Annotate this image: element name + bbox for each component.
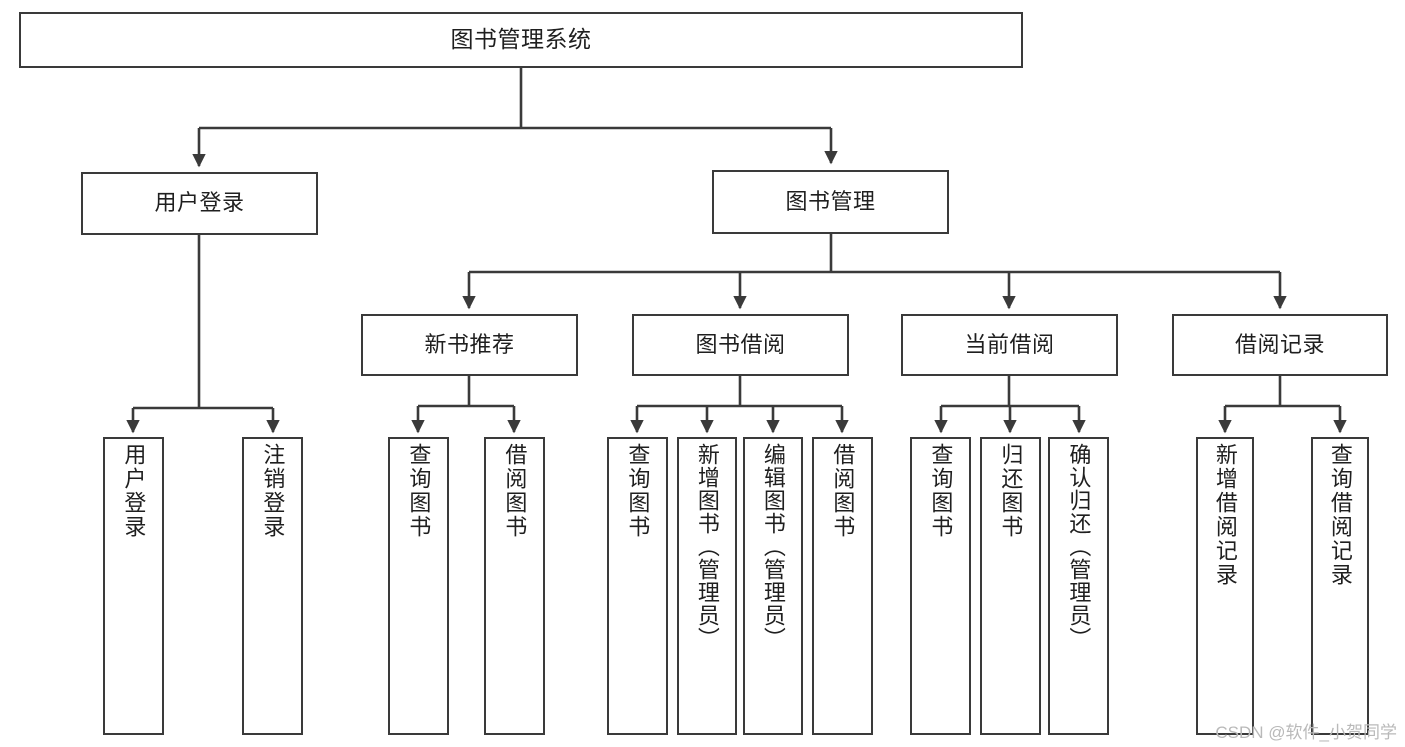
node-leaf-user-login[interactable]: 用户登录 [103, 437, 164, 735]
node-current-borrow[interactable]: 当前借阅 [901, 314, 1118, 376]
node-leaf-edit-book[interactable]: 编辑图书（管理员） [743, 437, 803, 735]
node-label: 编辑图书（管理员） [760, 443, 786, 650]
node-label: 图书借阅 [695, 331, 786, 357]
node-leaf-query-book-3[interactable]: 查询图书 [910, 437, 971, 735]
node-root-title[interactable]: 图书管理系统 [19, 12, 1023, 68]
node-leaf-return-book[interactable]: 归还图书 [980, 437, 1041, 735]
node-leaf-add-book[interactable]: 新增图书（管理员） [677, 437, 737, 735]
node-label: 用户登录 [154, 190, 245, 216]
node-label: 查询图书 [625, 443, 651, 539]
node-label: 用户登录 [121, 443, 147, 539]
node-label: 新增图书（管理员） [694, 443, 720, 650]
node-label: 查询图书 [928, 443, 954, 539]
node-leaf-add-record[interactable]: 新增借阅记录 [1196, 437, 1254, 735]
node-label: 归还图书 [998, 443, 1024, 539]
node-book-borrow[interactable]: 图书借阅 [632, 314, 849, 376]
node-leaf-query-book-1[interactable]: 查询图书 [388, 437, 449, 735]
node-leaf-borrow-book-1[interactable]: 借阅图书 [484, 437, 545, 735]
node-leaf-borrow-book-2[interactable]: 借阅图书 [812, 437, 873, 735]
node-user-login[interactable]: 用户登录 [81, 172, 318, 235]
node-label: 借阅图书 [830, 443, 856, 539]
node-label: 查询借阅记录 [1327, 443, 1353, 587]
node-label: 图书管理系统 [450, 26, 592, 53]
node-label: 借阅记录 [1234, 331, 1325, 357]
node-borrow-record[interactable]: 借阅记录 [1172, 314, 1388, 376]
node-leaf-confirm-return[interactable]: 确认归还（管理员） [1048, 437, 1109, 735]
node-label: 新书推荐 [424, 331, 515, 357]
node-label: 图书管理 [785, 188, 876, 214]
node-new-book-rec[interactable]: 新书推荐 [361, 314, 578, 376]
node-leaf-logout[interactable]: 注销登录 [242, 437, 303, 735]
node-leaf-query-book-2[interactable]: 查询图书 [607, 437, 668, 735]
node-label: 确认归还（管理员） [1066, 443, 1092, 650]
node-label: 新增借阅记录 [1212, 443, 1238, 587]
node-label: 借阅图书 [502, 443, 528, 539]
node-label: 当前借阅 [964, 331, 1055, 357]
node-book-mgmt[interactable]: 图书管理 [712, 170, 949, 234]
node-label: 注销登录 [260, 443, 286, 539]
csdn-watermark: CSDN @软件_小贺同学 [1215, 723, 1397, 742]
node-leaf-query-record[interactable]: 查询借阅记录 [1311, 437, 1369, 735]
node-label: 查询图书 [406, 443, 432, 539]
